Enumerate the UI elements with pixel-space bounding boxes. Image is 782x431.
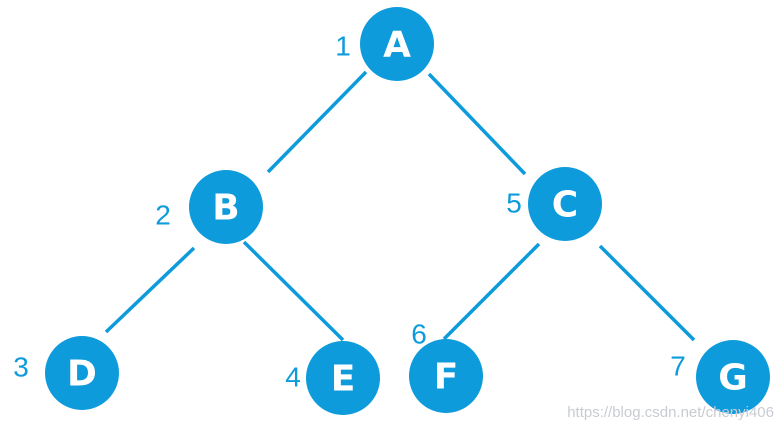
- watermark: https://blog.csdn.net/chenyi406: [567, 404, 774, 421]
- node-circle: [696, 340, 770, 414]
- node-label: B: [212, 188, 239, 229]
- tree-node-a: A1: [335, 7, 434, 81]
- edge-a-c: [427, 72, 527, 176]
- node-order-number: 7: [670, 351, 686, 382]
- edge-b-e: [242, 240, 345, 342]
- node-order-number: 3: [13, 352, 29, 383]
- node-label: E: [331, 359, 356, 400]
- edge-c-f: [442, 242, 541, 341]
- node-circle: [360, 7, 434, 81]
- node-label: F: [434, 357, 459, 398]
- tree-node-e: E4: [285, 341, 380, 415]
- tree-node-f: F6: [409, 319, 483, 413]
- node-circle: [45, 336, 119, 410]
- node-label: C: [552, 185, 578, 226]
- node-order-number: 4: [285, 362, 301, 393]
- tree-node-d: D3: [13, 336, 119, 410]
- node-circle: [189, 170, 263, 244]
- edge-a-b: [266, 70, 368, 174]
- node-order-number: 1: [335, 31, 351, 62]
- node-circle: [528, 167, 602, 241]
- edge-b-d: [104, 246, 196, 334]
- node-order-number: 5: [506, 188, 522, 219]
- tree-node-c: C5: [506, 167, 602, 241]
- tree-node-b: B2: [155, 170, 263, 244]
- node-label: G: [718, 358, 748, 399]
- node-label: D: [67, 354, 97, 395]
- node-label: A: [383, 25, 411, 66]
- tree-edges: [104, 70, 696, 342]
- node-order-number: 6: [411, 319, 427, 350]
- node-circle: [306, 341, 380, 415]
- tree-node-g: G7: [670, 340, 770, 414]
- edge-c-g: [598, 244, 696, 342]
- node-order-number: 2: [155, 200, 171, 231]
- node-circle: [409, 339, 483, 413]
